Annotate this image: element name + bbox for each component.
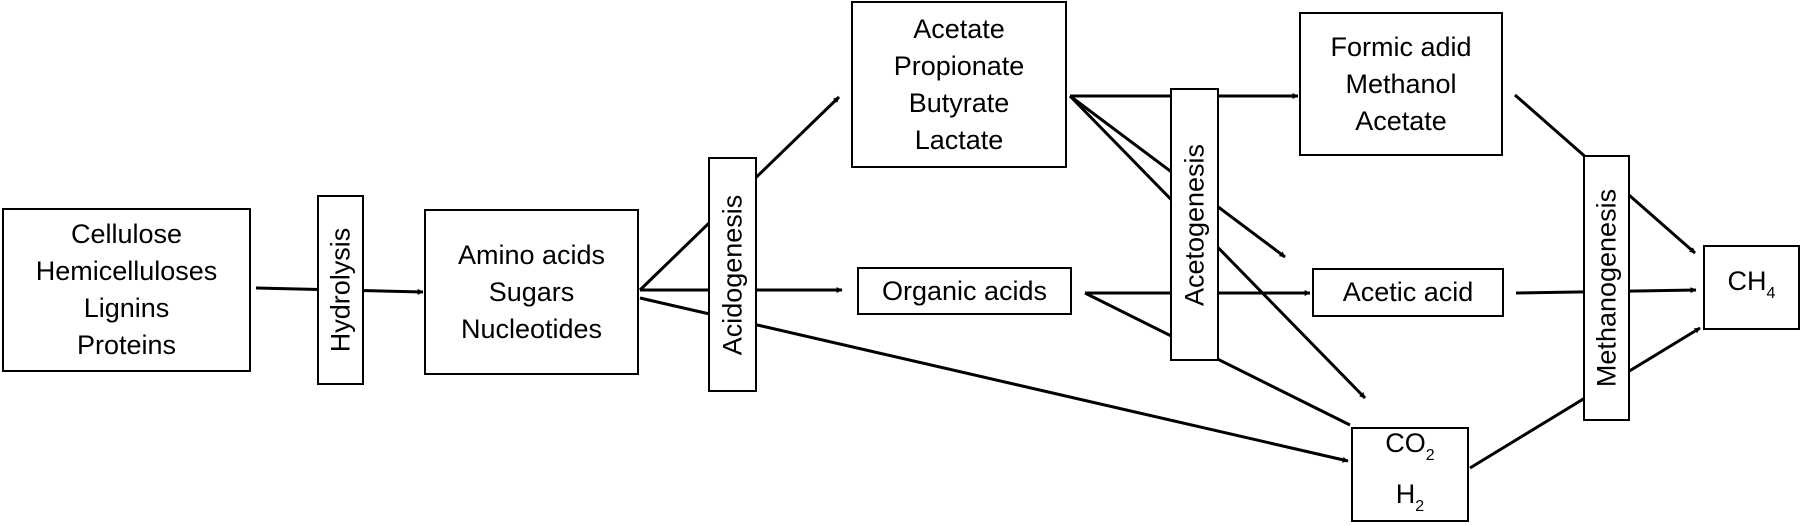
stage-hydrolysis: Hydrolysis [317, 195, 364, 385]
h2-subscript: 2 [1415, 497, 1425, 515]
stage-hydrolysis-label: Hydrolysis [325, 227, 355, 353]
co2-subscript: 2 [1425, 446, 1435, 464]
vfa-propionate: Propionate [893, 50, 1025, 81]
c1-acetate: Acetate [1355, 105, 1447, 136]
h2-base: H [1395, 478, 1416, 509]
substrate-lignins: Lignins [83, 293, 170, 323]
vfa-box: Acetate Propionate Butyrate Lactate [851, 1, 1067, 168]
stage-acidogenesis: Acidogenesis [708, 157, 757, 392]
stage-methanogenesis: Methanogenesis [1583, 155, 1630, 421]
stage-acetogenesis: Acetogenesis [1170, 88, 1219, 361]
co2-label: CO2 [1385, 424, 1434, 475]
substrate-hemicelluloses: Hemicelluloses [35, 256, 218, 286]
substrates-box: Cellulose Hemicelluloses Lignins Protein… [2, 208, 251, 372]
c1-compounds-box: Formic adid Methanol Acetate [1299, 12, 1503, 156]
methane-label: CH4 [1728, 262, 1776, 313]
c1-methanol: Methanol [1345, 68, 1457, 99]
stage-acetogenesis-label: Acetogenesis [1179, 143, 1209, 306]
acetic-acid-label: Acetic acid [1342, 277, 1474, 307]
monomers-box: Amino acids Sugars Nucleotides [424, 209, 639, 375]
co2-base: CO [1385, 427, 1426, 458]
vfa-lactate: Lactate [914, 124, 1004, 155]
monomer-amino-acids: Amino acids [457, 239, 606, 270]
substrate-proteins: Proteins [76, 330, 177, 360]
stage-acidogenesis-label: Acidogenesis [717, 194, 747, 355]
organic-acids-box: Organic acids [857, 267, 1072, 315]
vfa-acetate: Acetate [913, 13, 1005, 44]
h2-label: H2 [1396, 475, 1424, 526]
arrow-monomers-to-co2h2 [639, 296, 1349, 463]
methane-box: CH4 [1703, 245, 1800, 330]
monomer-nucleotides: Nucleotides [460, 313, 603, 344]
monomer-sugars: Sugars [488, 276, 575, 307]
vfa-butyrate: Butyrate [908, 87, 1010, 118]
co2-h2-box: CO2 H2 [1351, 427, 1469, 522]
substrate-cellulose: Cellulose [70, 219, 183, 249]
stage-methanogenesis-label: Methanogenesis [1591, 188, 1621, 388]
c1-formic-adid: Formic adid [1330, 31, 1472, 62]
methane-base: CH [1727, 266, 1767, 296]
acetic-acid-box: Acetic acid [1312, 268, 1504, 317]
organic-acids-label: Organic acids [881, 275, 1048, 306]
methane-subscript: 4 [1766, 285, 1776, 302]
